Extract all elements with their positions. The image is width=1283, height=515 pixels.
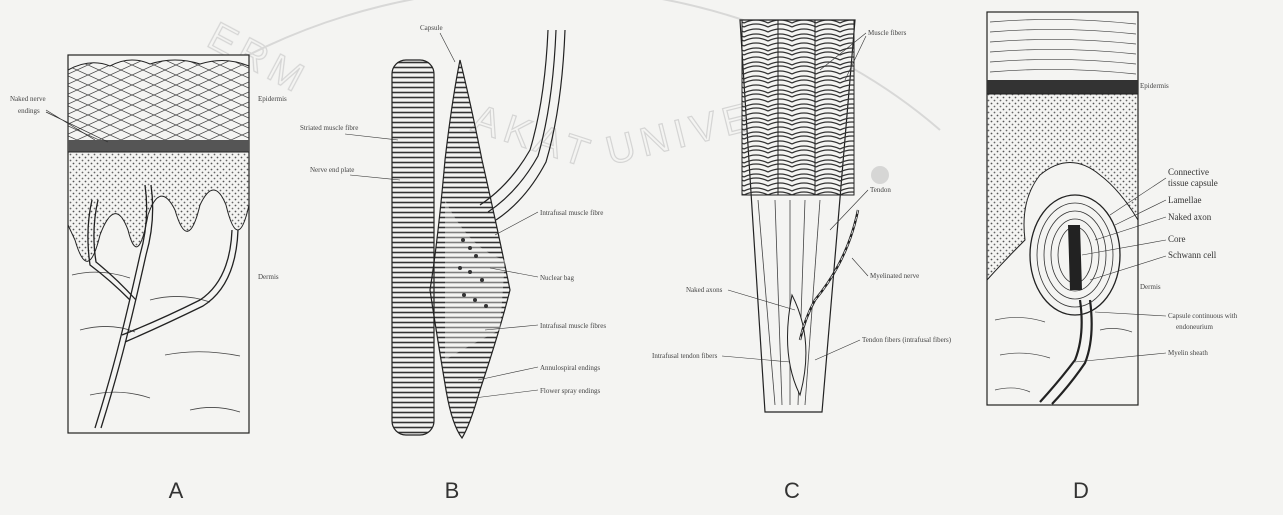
panel-b-label-annulospiral: Annulospiral endings — [540, 364, 600, 372]
panel-d-drawing — [987, 12, 1138, 405]
panel-c-label-intrafusal-tendon: Intrafusal tendon fibers — [652, 352, 718, 360]
panel-a-label-naked-nerve: Naked nerve — [10, 95, 46, 103]
panel-d-label-core: Core — [1168, 234, 1186, 244]
panel-b-letter: B — [432, 478, 472, 504]
panel-d-letter: D — [1061, 478, 1101, 504]
panel-d-label-connective: Connective — [1168, 167, 1209, 177]
panel-b-label-striated: Striated muscle fibre — [300, 124, 358, 132]
panel-c-label-naked-axons: Naked axons — [686, 286, 723, 294]
panel-d-label-endoneurium: endoneurium — [1176, 323, 1213, 331]
panel-b-label-capsule: Capsule — [420, 24, 443, 32]
panel-b-label-nuclear-bag: Nuclear bag — [540, 274, 575, 282]
panel-c-label-muscle-fibers: Muscle fibers — [868, 29, 907, 37]
panel-d-label-epidermis: Epidermis — [1140, 82, 1169, 90]
panel-b-drawing — [392, 30, 565, 438]
panel-c-letter: C — [772, 478, 812, 504]
panel-d-label-tissue-capsule: tissue capsule — [1168, 178, 1218, 188]
panel-a-letter: A — [156, 478, 196, 504]
panel-a-label-epidermis: Epidermis — [258, 95, 287, 103]
panel-c-label-myelinated-nerve: Myelinated nerve — [870, 272, 919, 280]
panel-d-label-lamellae: Lamellae — [1168, 195, 1201, 205]
panel-c-drawing — [740, 20, 858, 412]
panel-b-label-end-plate: Nerve end plate — [310, 166, 354, 174]
panel-d-label-myelin-sheath: Myelin sheath — [1168, 349, 1208, 357]
panel-c-label-tendon-fibers: Tendon fibers (intrafusal fibers) — [862, 336, 952, 344]
panel-b-label-flower-spray: Flower spray endings — [540, 387, 601, 395]
panel-a-drawing — [68, 55, 249, 433]
panel-b-label-intrafusal-fibres: Intrafusal muscle fibres — [540, 322, 606, 330]
panel-b-label-intrafusal: Intrafusal muscle fibre — [540, 209, 603, 217]
panel-d-label-schwann-cell: Schwann cell — [1168, 250, 1217, 260]
panel-d-label-naked-axon: Naked axon — [1168, 212, 1212, 222]
panel-a-label-dermis: Dermis — [258, 273, 279, 281]
panel-d-label-capsule-continuous: Capsule continuous with — [1168, 312, 1238, 320]
panel-d-label-dermis: Dermis — [1140, 283, 1161, 291]
panel-c-label-tendon: Tendon — [870, 186, 891, 194]
panel-a-label-endings: endings — [18, 107, 40, 115]
watermark-text-right: UNIVE — [602, 94, 760, 174]
